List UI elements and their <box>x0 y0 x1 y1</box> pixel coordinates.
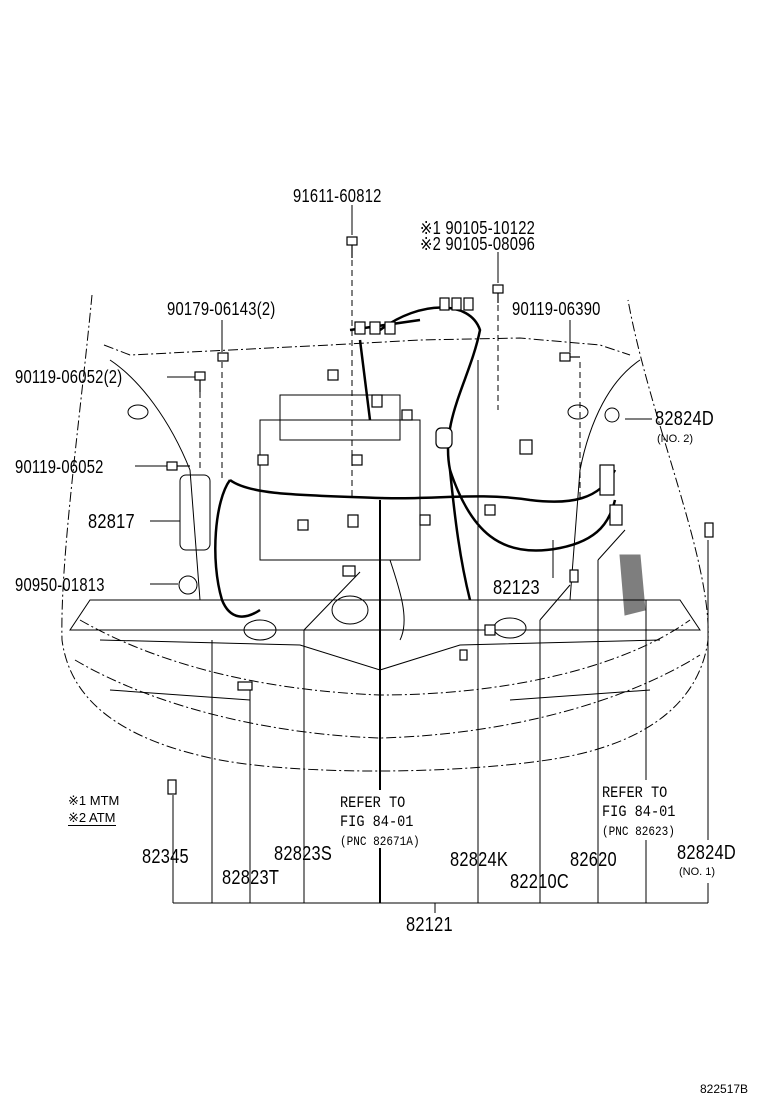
legend-atm: ※2 ATM <box>68 810 116 826</box>
label-82824D-no1: 82824D <box>677 842 736 864</box>
label-90950-01813: 90950-01813 <box>15 575 105 595</box>
label-82824D-no2-note: (NO. 2) <box>657 433 694 445</box>
label-82824D-no1-note: (NO. 1) <box>679 866 716 878</box>
reference-note-82623: REFER TO FIG 84-01 (PNC 82623) <box>602 784 675 841</box>
ref-pnc: (PNC 82623) <box>602 824 675 839</box>
label-82210C: 82210C <box>510 871 569 893</box>
label-90105-08096: ※2 90105-08096 <box>420 234 536 254</box>
dashed-leaders <box>199 260 581 500</box>
engine-bay-structure <box>69 359 701 701</box>
label-82823S: 82823S <box>274 843 333 865</box>
wire-harness <box>214 306 617 618</box>
engine-bay-outline <box>61 294 709 772</box>
fasteners <box>166 236 580 471</box>
ref-figure: FIG 84-01 <box>340 813 414 831</box>
label-90119-06052: 90119-06052 <box>15 457 104 477</box>
ref-line: REFER TO <box>340 794 406 812</box>
ref-figure: FIG 84-01 <box>602 803 676 821</box>
legend-mtm: ※1 MTM <box>68 793 120 808</box>
label-82345: 82345 <box>142 846 189 868</box>
label-90105-10122: ※1 90105-10122 <box>420 218 536 238</box>
ref-pnc: (PNC 82671A) <box>340 834 420 849</box>
label-90179-06143: 90179-06143(2) <box>167 299 276 319</box>
label-91611-60812: 91611-60812 <box>293 186 382 206</box>
label-82817: 82817 <box>88 511 135 533</box>
label-82123: 82123 <box>493 577 540 599</box>
connectors <box>167 297 714 795</box>
callout-bracket <box>172 360 709 913</box>
label-82121: 82121 <box>406 914 453 936</box>
reference-note-82671A: REFER TO FIG 84-01 (PNC 82671A) <box>340 794 420 851</box>
label-82824K: 82824K <box>450 849 509 871</box>
leader-lines <box>135 205 652 585</box>
label-90119-06390: 90119-06390 <box>512 299 601 319</box>
label-90119-06052-2: 90119-06052(2) <box>15 367 123 387</box>
label-82824D-no2: 82824D <box>655 408 714 430</box>
ref-line: REFER TO <box>602 784 668 802</box>
legend: ※1 MTM ※2 ATM <box>68 792 119 826</box>
figure-id: 822517B <box>700 1082 749 1096</box>
label-82823T: 82823T <box>222 867 280 889</box>
label-82620: 82620 <box>570 849 617 871</box>
